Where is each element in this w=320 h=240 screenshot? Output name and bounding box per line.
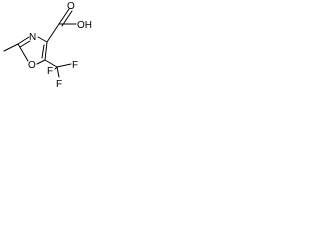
bond-c4-c5	[44, 41, 48, 61]
bond-c2-n	[17, 36, 30, 45]
bond-o-c2	[17, 43, 29, 62]
bonds	[3, 8, 77, 78]
bond-c4-cooh	[46, 23, 60, 43]
oxazole-structure-diagram: OH O N O F F F	[3, 1, 92, 90]
atom-n-ring: N	[29, 32, 36, 43]
bond-c5-cf3	[44, 59, 58, 68]
atom-o-carbonyl: O	[67, 1, 75, 12]
bond-methyl-c2	[3, 43, 19, 52]
atom-o-ring: O	[28, 60, 36, 71]
atom-oh: OH	[77, 20, 92, 31]
bond-c5-o	[36, 59, 46, 65]
atom-labels: OH O N O F F F	[28, 1, 92, 90]
bond-cf3-f-right	[56, 63, 72, 68]
atom-f-right: F	[72, 60, 78, 71]
bond-c-o-carbonyl	[58, 8, 70, 25]
bond-cf3-f-bottom	[56, 66, 60, 78]
atom-f-left: F	[47, 66, 53, 77]
bond-c2-n-double	[19, 40, 31, 48]
atom-f-bottom: F	[56, 79, 62, 90]
bond-n-c4	[37, 36, 48, 43]
bond-c4-c5-double	[41, 44, 45, 59]
